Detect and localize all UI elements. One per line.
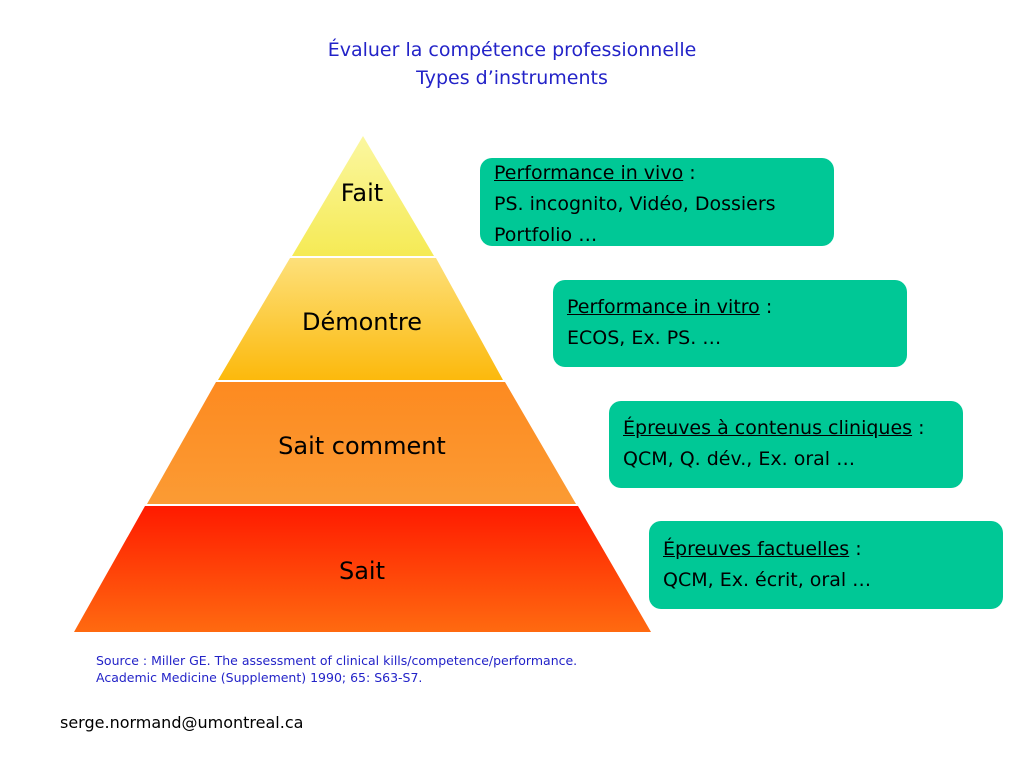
pyramid-tier-fait — [292, 136, 434, 256]
box-line: QCM, Q. dév., Ex. oral … — [623, 448, 856, 470]
author-email: serge.normand@umontreal.ca — [60, 713, 304, 732]
source-line-2: Academic Medicine (Supplement) 1990; 65:… — [96, 670, 423, 685]
box-heading-suffix: : — [683, 162, 696, 184]
title-line-1: Évaluer la compétence professionnelle — [327, 39, 697, 61]
box-epreuves-contenus-cliniques: Épreuves à contenus cliniques : QCM, Q. … — [609, 401, 963, 488]
box-line: QCM, Ex. écrit, oral … — [663, 569, 872, 591]
tier-label-demontre: Démontre — [301, 308, 423, 336]
box-heading-suffix: : — [759, 296, 773, 318]
box-line: ECOS, Ex. PS. … — [567, 327, 722, 349]
title-line-2: Types d’instruments — [416, 67, 608, 89]
box-line: PS. incognito, Vidéo, Dossiers — [494, 193, 776, 215]
box-line: Portfolio … — [494, 224, 598, 246]
box-epreuves-factuelles: Épreuves factuelles : QCM, Ex. écrit, or… — [649, 521, 1003, 609]
box-heading: Épreuves factuelles — [663, 538, 850, 560]
box-heading-suffix: : — [849, 538, 862, 560]
source-line-1: Source : Miller GE. The assessment of cl… — [96, 653, 578, 668]
tier-label-sait-comment: Sait comment — [278, 432, 446, 460]
box-heading-suffix: : — [912, 417, 925, 439]
box-heading: Performance in vitro — [567, 296, 760, 318]
slide-title: Évaluer la compétence professionnelle Ty… — [0, 36, 1024, 92]
tier-label-sait: Sait — [338, 557, 386, 585]
pyramid-tier-sait-comment — [147, 382, 576, 504]
pyramid-tier-sait — [74, 506, 651, 632]
box-performance-in-vivo: Performance in vivo : PS. incognito, Vid… — [480, 158, 834, 246]
box-heading: Épreuves à contenus cliniques — [623, 417, 913, 439]
box-heading: Performance in vivo — [494, 162, 684, 184]
box-performance-in-vitro: Performance in vitro : ECOS, Ex. PS. … — [553, 280, 907, 367]
tier-label-fait: Fait — [340, 179, 384, 207]
pyramid-tier-demontre — [218, 258, 503, 380]
source-citation: Source : Miller GE. The assessment of cl… — [96, 652, 577, 686]
